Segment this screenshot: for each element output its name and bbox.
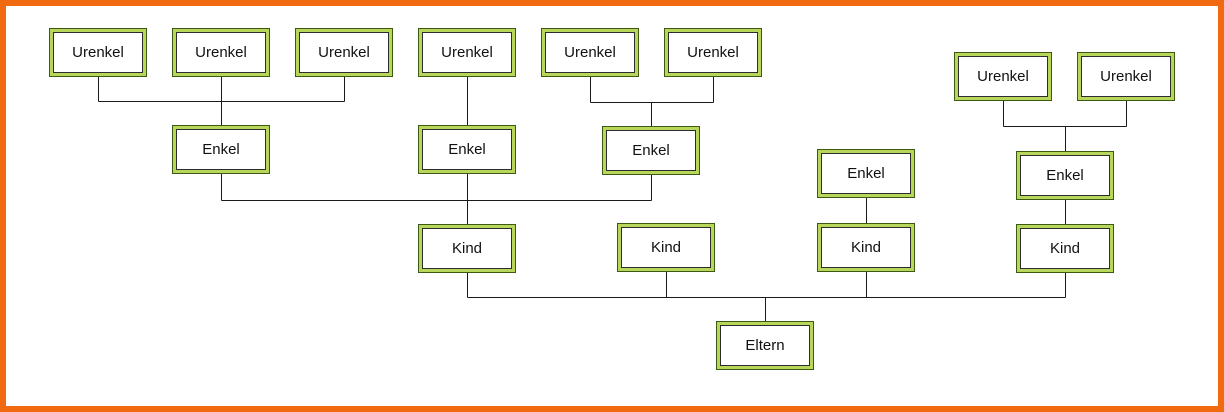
node-urenkel-3: Urenkel	[295, 28, 393, 77]
node-urenkel-2: Urenkel	[172, 28, 270, 77]
node-label: Kind	[621, 227, 711, 268]
node-kind-4: Kind	[1016, 224, 1114, 273]
node-urenkel-7: Urenkel	[954, 52, 1052, 101]
node-urenkel-4: Urenkel	[418, 28, 516, 77]
node-label: Urenkel	[1081, 56, 1171, 97]
node-eltern: Eltern	[716, 321, 814, 370]
node-label: Enkel	[176, 129, 266, 170]
node-kind-2: Kind	[617, 223, 715, 272]
node-enkel-5: Enkel	[1016, 151, 1114, 200]
node-label: Urenkel	[299, 32, 389, 73]
node-label: Urenkel	[53, 32, 143, 73]
node-urenkel-8: Urenkel	[1077, 52, 1175, 101]
node-urenkel-6: Urenkel	[664, 28, 762, 77]
node-enkel-2: Enkel	[418, 125, 516, 174]
node-urenkel-5: Urenkel	[541, 28, 639, 77]
node-label: Urenkel	[668, 32, 758, 73]
node-urenkel-1: Urenkel	[49, 28, 147, 77]
node-label: Kind	[821, 227, 911, 268]
node-label: Kind	[422, 228, 512, 269]
node-label: Kind	[1020, 228, 1110, 269]
node-label: Enkel	[422, 129, 512, 170]
node-kind-1: Kind	[418, 224, 516, 273]
node-enkel-4: Enkel	[817, 149, 915, 198]
node-label: Eltern	[720, 325, 810, 366]
node-enkel-3: Enkel	[602, 126, 700, 175]
node-label: Urenkel	[958, 56, 1048, 97]
node-enkel-1: Enkel	[172, 125, 270, 174]
node-label: Enkel	[606, 130, 696, 171]
node-kind-3: Kind	[817, 223, 915, 272]
node-label: Urenkel	[545, 32, 635, 73]
node-label: Enkel	[1020, 155, 1110, 196]
node-label: Urenkel	[422, 32, 512, 73]
node-label: Urenkel	[176, 32, 266, 73]
node-label: Enkel	[821, 153, 911, 194]
